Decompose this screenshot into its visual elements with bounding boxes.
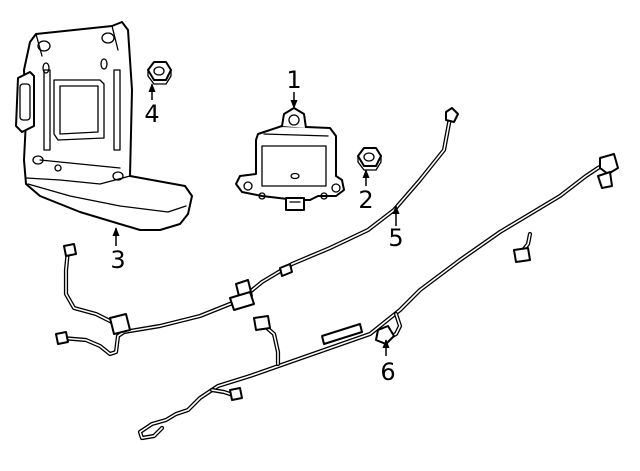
hex-nut-side [357, 147, 382, 171]
mounting-bracket [15, 21, 193, 231]
sensor-module [235, 107, 345, 211]
hex-nut-top [147, 61, 172, 85]
upper-wiring-harness [55, 107, 459, 357]
lower-wiring-harness [137, 153, 619, 441]
callout-3: 3 [110, 246, 125, 274]
callout-5: 5 [388, 224, 403, 252]
callout-6: 6 [380, 358, 395, 386]
callout-4: 4 [144, 100, 159, 128]
callout-1: 1 [286, 66, 301, 94]
callout-2: 2 [358, 186, 373, 214]
